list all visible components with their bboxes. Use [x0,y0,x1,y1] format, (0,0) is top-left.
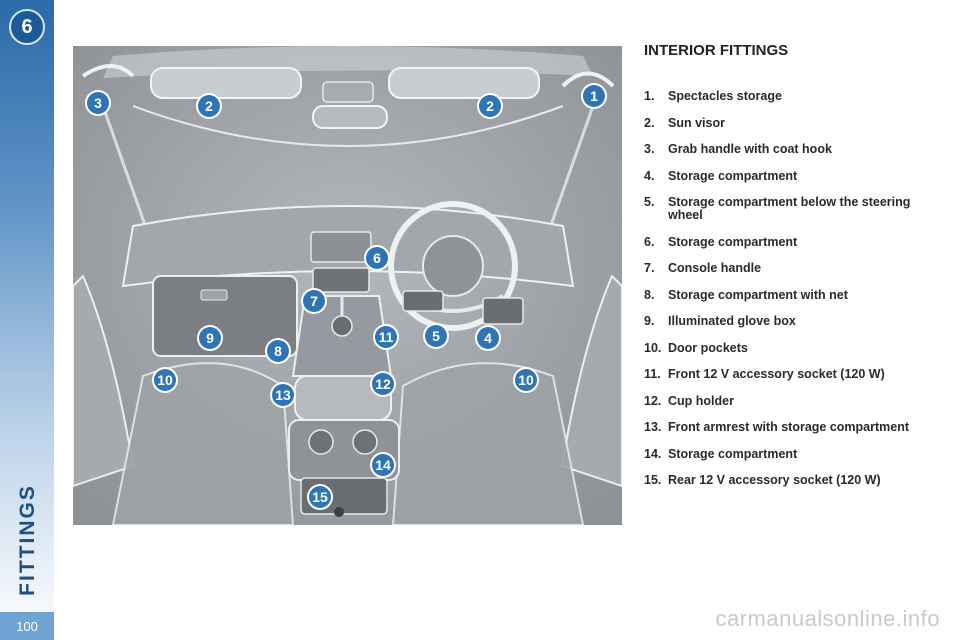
legend-item: 3.Grab handle with coat hook [644,142,832,156]
marker-9: 9 [197,325,223,351]
legend-item: 4.Storage compartment [644,168,798,183]
legend-item: 10.Door pockets [644,340,748,355]
watermark: carmanualsonline.info [715,606,940,631]
marker-10-right: 10 [513,367,539,393]
legend-item: 2.Sun visor [644,115,725,130]
svg-text:11: 11 [379,329,394,345]
marker-14: 14 [370,452,396,478]
svg-text:8: 8 [274,343,282,359]
marker-5: 5 [423,323,449,349]
svg-text:2: 2 [205,98,213,114]
interior-drawing: 1 2 2 3 4 5 6 7 8 9 10 10 11 12 13 14 15 [73,46,622,525]
page-number: 100 [0,612,54,640]
marker-4: 4 [475,325,501,351]
marker-11: 11 [373,324,399,350]
chapter-label: FITTINGS [16,484,39,596]
marker-3: 3 [85,90,111,116]
marker-13: 13 [270,382,296,408]
marker-10-left: 10 [152,367,178,393]
chapter-sidebar: 6 FITTINGS 100 [0,0,54,640]
svg-text:9: 9 [206,330,214,346]
svg-text:12: 12 [375,376,391,392]
svg-text:3: 3 [94,95,102,111]
svg-text:13: 13 [275,387,291,403]
svg-text:10: 10 [157,372,173,388]
svg-text:6: 6 [373,250,381,266]
marker-8: 8 [265,338,291,364]
marker-6: 6 [364,245,390,271]
legend-list: 1.Spectacles storage 2.Sun visor 3.Grab … [644,90,944,501]
svg-text:10: 10 [518,372,534,388]
svg-text:7: 7 [310,293,318,309]
marker-7: 7 [301,288,327,314]
legend-item: 1.Spectacles storage [644,89,782,103]
svg-text:2: 2 [486,98,494,114]
legend-item: 14.Storage compartment [644,446,798,461]
legend-item: 5.Storage compartment below the steering… [644,195,911,222]
marker-12: 12 [370,371,396,397]
legend-item: 7.Console handle [644,261,762,275]
svg-text:14: 14 [375,457,391,473]
legend-item: 15.Rear 12 V accessory socket (120 W) [644,473,881,487]
chapter-number-badge: 6 [9,9,45,45]
marker-15: 15 [307,484,333,510]
legend-item: 12.Cup holder [644,393,734,408]
marker-2-right: 2 [477,93,503,119]
legend-item: 8.Storage compartment with net [644,287,848,302]
legend-item: 13.Front armrest with storage compartmen… [644,420,910,434]
legend-item: 11.Front 12 V accessory socket (120 W) [644,367,885,381]
svg-text:1: 1 [590,88,598,104]
page-heading: INTERIOR FITTINGS [644,42,789,59]
svg-text:15: 15 [312,489,328,505]
marker-1: 1 [581,83,607,109]
svg-text:5: 5 [432,328,440,344]
legend-item: 6.Storage compartment [644,234,798,249]
marker-2-left: 2 [196,93,222,119]
legend-item: 9.Illuminated glove box [644,314,796,328]
svg-text:4: 4 [484,330,492,346]
interior-illustration: 1 2 2 3 4 5 6 7 8 9 10 10 11 12 13 14 15 [73,46,622,525]
